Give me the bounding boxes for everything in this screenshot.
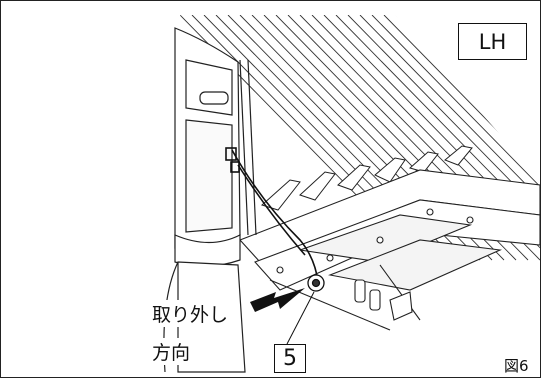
view-side-label: LH xyxy=(458,23,527,60)
figure-number: 図6 xyxy=(504,357,529,375)
removal-direction-label-line1: 取り外し xyxy=(150,300,231,327)
part-leader-line xyxy=(286,291,315,345)
view-side-text: LH xyxy=(478,29,507,54)
removal-direction-arrow xyxy=(250,288,305,312)
latch-cable xyxy=(225,147,319,283)
bed-rail xyxy=(261,145,473,211)
removal-direction-label-line2: 方向 xyxy=(150,338,193,365)
part-number-callout: 5 xyxy=(274,344,306,373)
tailgate-cross-member xyxy=(239,169,541,331)
cable-end-fitting xyxy=(307,274,325,292)
tail-light-assembly xyxy=(163,27,257,373)
part-number-text: 5 xyxy=(283,346,297,371)
